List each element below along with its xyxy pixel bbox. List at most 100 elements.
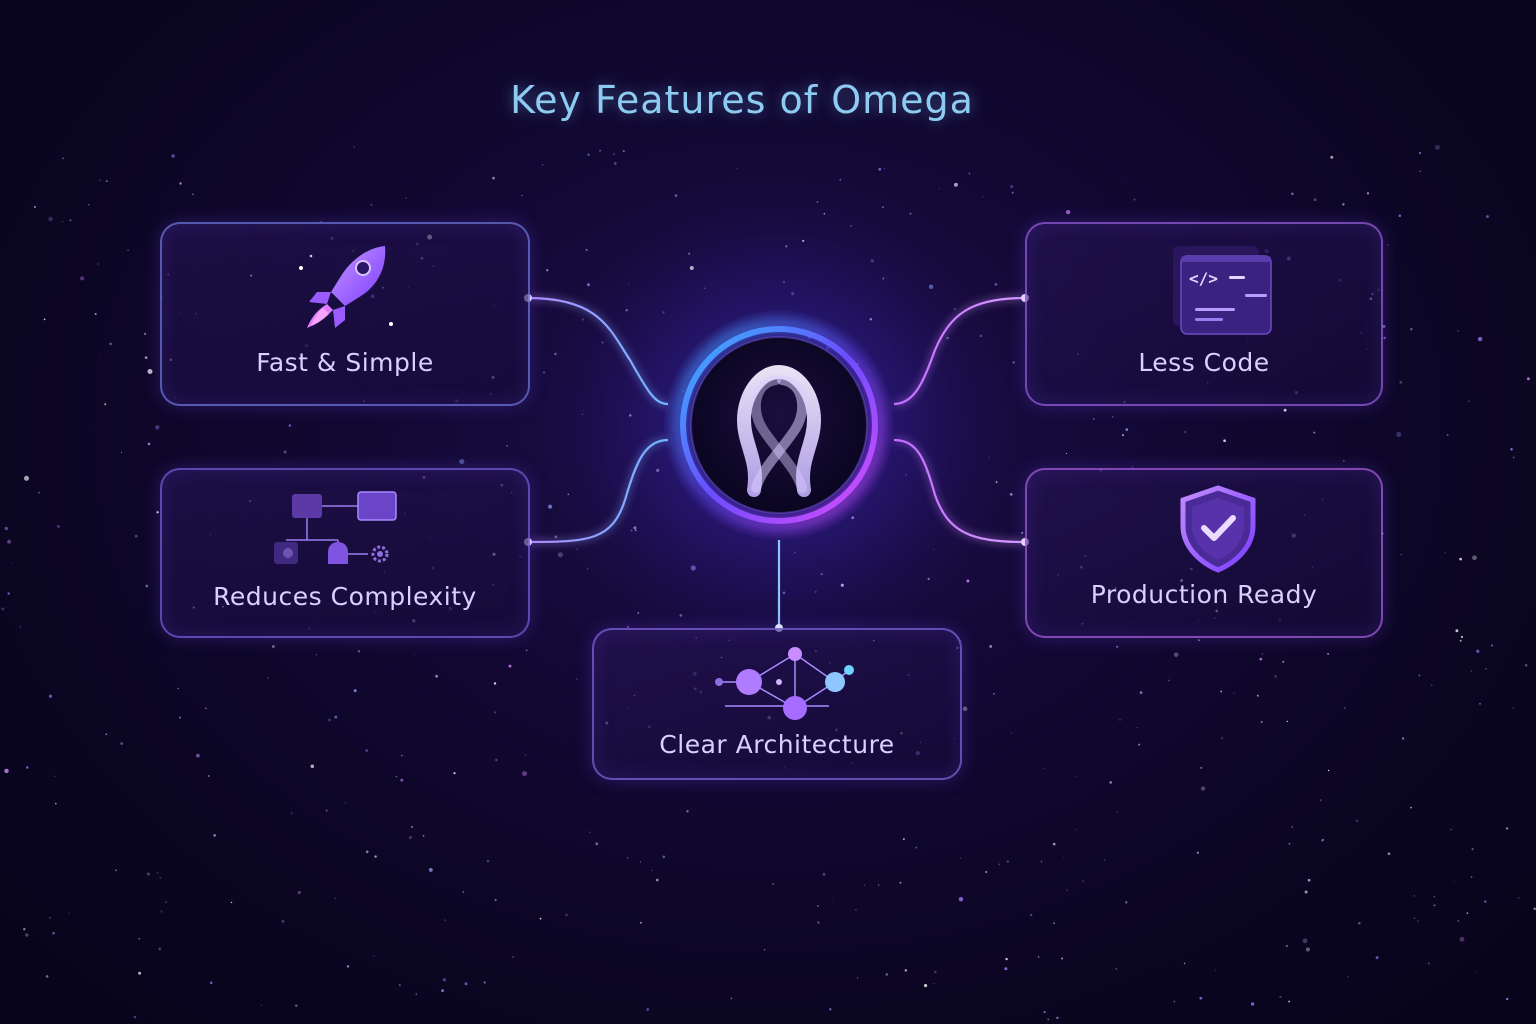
star (1173, 652, 1179, 658)
svg-text:</>: </> (1189, 269, 1218, 288)
star (1133, 198, 1136, 201)
star (1459, 639, 1462, 642)
star (435, 674, 438, 678)
star (486, 859, 490, 863)
feature-card-reduces-complexity[interactable]: Reduces Complexity (160, 468, 530, 638)
star (400, 778, 404, 782)
feature-card-less-code[interactable]: </> Less Code (1025, 222, 1383, 406)
star (144, 356, 148, 359)
star (325, 809, 328, 812)
star (68, 912, 70, 914)
star (11, 562, 13, 564)
shield-check-icon (1180, 485, 1256, 573)
star (144, 332, 147, 335)
star (1288, 1000, 1290, 1003)
star (565, 913, 568, 917)
star (831, 898, 833, 900)
star (1375, 956, 1379, 960)
star (1459, 936, 1465, 942)
star (453, 772, 456, 775)
star (1139, 691, 1143, 694)
rocket-icon (299, 246, 393, 328)
star (155, 425, 160, 430)
feature-card-fast-simple[interactable]: Fast & Simple (160, 222, 530, 406)
star (1119, 719, 1121, 721)
star (1342, 203, 1345, 206)
star (1476, 649, 1480, 653)
star (290, 812, 293, 815)
feature-card-clear-architecture[interactable]: Clear Architecture (592, 628, 962, 780)
star (459, 459, 465, 465)
star (525, 754, 527, 756)
star (281, 919, 285, 923)
star (856, 977, 859, 979)
star (134, 534, 138, 538)
star (1387, 243, 1390, 246)
star (651, 869, 653, 872)
star (178, 716, 181, 719)
star (1109, 781, 1112, 784)
star (62, 220, 64, 223)
star (1433, 904, 1436, 907)
star (1274, 675, 1277, 678)
star (546, 269, 549, 272)
star (411, 826, 413, 828)
star (205, 707, 207, 710)
star (646, 1008, 650, 1011)
star (1343, 707, 1346, 710)
feature-label: Clear Architecture (659, 730, 895, 759)
star (1259, 657, 1263, 661)
star (1125, 178, 1127, 180)
star (353, 689, 357, 693)
star (145, 584, 149, 588)
star (320, 221, 322, 223)
star (1260, 720, 1263, 724)
star (1455, 629, 1459, 633)
star (1382, 324, 1386, 328)
star (294, 1004, 298, 1007)
star (1413, 895, 1416, 897)
star (1282, 660, 1285, 663)
star (1321, 838, 1324, 841)
star (80, 276, 85, 281)
star (346, 965, 350, 968)
star (639, 861, 642, 863)
star (595, 842, 599, 846)
star (989, 644, 993, 648)
star (508, 664, 512, 668)
star (1199, 996, 1203, 1000)
star (506, 445, 508, 447)
star (1410, 806, 1412, 809)
star (310, 764, 315, 769)
star (1198, 639, 1200, 641)
star (1053, 922, 1055, 924)
page-title: Key Features of Omega (510, 78, 974, 122)
star (315, 654, 318, 656)
star (1417, 920, 1419, 922)
star (260, 1004, 262, 1006)
star (53, 775, 56, 778)
star (49, 917, 51, 919)
star (1200, 786, 1206, 791)
star (48, 694, 53, 698)
star (19, 626, 22, 628)
star (105, 733, 108, 736)
star (1010, 184, 1014, 189)
feature-card-production-ready[interactable]: Production Ready (1025, 468, 1383, 638)
star (43, 318, 46, 321)
star (993, 692, 995, 695)
star (365, 749, 368, 752)
star (138, 938, 140, 940)
star (1136, 727, 1138, 729)
star (52, 931, 55, 935)
star (522, 771, 527, 777)
star (822, 872, 826, 876)
star (97, 263, 100, 265)
star (1472, 555, 1477, 561)
star (915, 846, 918, 849)
star (1286, 720, 1288, 723)
star (1066, 452, 1068, 455)
star (1457, 330, 1459, 332)
star (539, 917, 542, 920)
star (156, 511, 159, 514)
